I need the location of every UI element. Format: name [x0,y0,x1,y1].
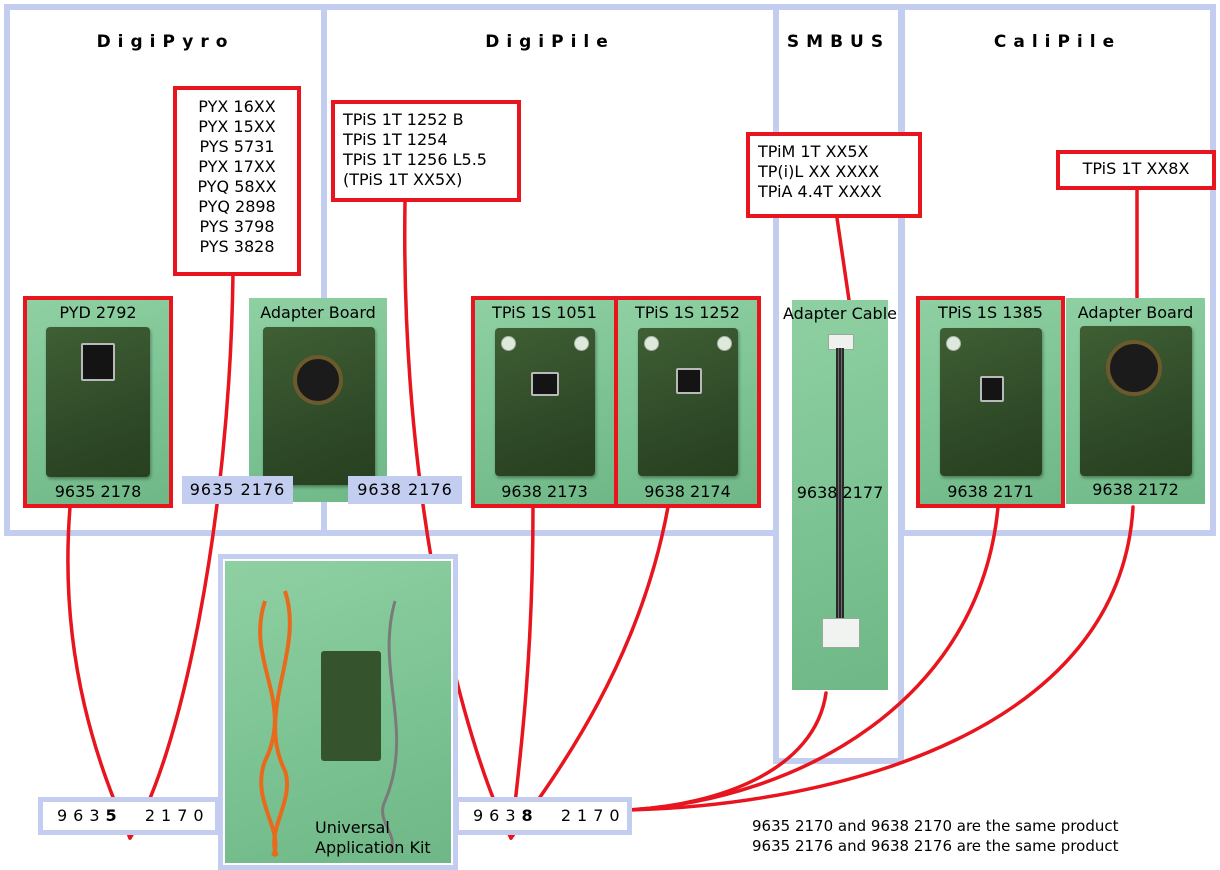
kit-code-prefix: 963 [473,806,522,825]
part-list-item: TPiS 1T 1252 B [343,110,464,129]
kit-code-suffix: 2170 [560,806,626,825]
panel-title-digipyro: DigiPyro [96,32,235,52]
board-title: TPiS 1S 1385 [938,303,1043,322]
note-same-product-2176: 9635 2176 and 9638 2176 are the same pro… [752,837,1119,855]
photo-pyd-2792-board: PYD 2792 9635 2178 [23,296,173,508]
kit-code-prefix: 963 [57,806,106,825]
mounting-hole [501,336,516,351]
part-list-item: PYX 17XX [198,157,276,176]
cable-connector-bottom [822,618,860,648]
mounting-hole [644,336,659,351]
pcb-board [1080,326,1192,476]
board-code: 9638 2174 [644,482,731,501]
part-list-item: PYQ 2898 [198,197,276,216]
board-title: Adapter Board [1077,303,1194,322]
pcb-board [495,328,595,476]
board-title: TPiS 1S 1051 [492,303,597,322]
part-list-item: PYQ 58XX [197,177,277,196]
kit-code-suffix: 2170 [144,806,210,825]
kit-code-9635: 9635 2170 [38,797,220,835]
board-code: 9638 2171 [947,482,1034,501]
board-code: 9638 2173 [501,482,588,501]
part-list-item: TPiS 1T 1256 L5.5 [343,150,487,169]
sensor-chip [676,368,702,394]
part-list-item: PYS 3798 [199,217,275,236]
part-list-item: TPiA 4.4T XXXX [758,182,882,201]
cable-wires [836,348,844,618]
connector-pyd-to-kit [66,505,132,840]
part-list-item: TP(i)L XX XXXX [758,162,880,181]
mounting-hole [946,336,961,351]
pcb-board [46,327,150,477]
pcb-board [638,328,738,476]
part-list-item: PYS 5731 [199,137,275,156]
board-code: 9635 2178 [54,482,142,501]
socket-connector [293,355,343,405]
code-label-digipile-adapter: 9638 2176 [348,476,462,504]
cable-code: 9638 2177 [796,483,884,502]
board-title: PYD 2792 [59,303,137,322]
pcb-board [263,327,375,485]
photo-adapter-cable: Adapter Cable 9638 2177 [783,300,897,690]
code-label-digipyro-adapter: 9635 2176 [182,476,293,504]
pcb-board [940,328,1042,476]
part-list-item: (TPiS 1T XX5X) [343,170,463,189]
panel-title-digipile: DigiPile [485,32,615,52]
part-list-item: TPiM 1T XX5X [758,142,869,161]
photo-tpis-1051-board: TPiS 1S 1051 9638 2173 [471,296,618,508]
photo-tpis-1252-board: TPiS 1S 1252 9638 2174 [614,296,761,508]
cable-title: Adapter Cable [783,304,897,323]
part-list-item: TPiS 1T 1254 [343,130,448,149]
calipile-part-list: TPiS 1T XX8X [1056,150,1216,190]
panel-title-smbus: SMBUS [786,32,891,52]
kit-code-9638: 9638 2170 [454,797,632,835]
digipyro-part-list: PYX 16XX PYX 15XX PYS 5731 PYX 17XX PYQ … [173,86,301,276]
kit-code-digit: 5 [105,806,123,825]
part-list-item: PYX 15XX [198,117,276,136]
sensor-chip [81,343,115,381]
photo-calipile-adapter-board: Adapter Board 9638 2172 [1066,298,1205,504]
kit-label-line1: Universal [315,818,390,837]
connector-1252-to-kit [509,505,670,840]
kit-label-line2: Application Kit [315,838,431,857]
board-title: Adapter Board [260,303,376,322]
photo-tpis-1385-board: TPiS 1S 1385 9638 2171 [916,296,1065,508]
photo-universal-application-kit: Universal Application Kit [225,561,451,863]
panel-title-calipile: CaliPile [993,32,1122,52]
smbus-part-list: TPiM 1T XX5X TP(i)L XX XXXX TPiA 4.4T XX… [746,132,922,218]
mounting-hole [717,336,732,351]
board-code: 9638 2172 [1092,480,1179,499]
photo-digipyro-adapter-board: Adapter Board [249,298,387,502]
part-list-item: PYX 16XX [198,97,276,116]
connector-1051-to-kit [509,505,535,840]
socket-connector [1106,340,1162,396]
kit-cables-illustration [258,590,399,857]
part-list-item: TPiS 1T XX8X [1082,159,1190,178]
note-same-product-2170: 9635 2170 and 9638 2170 are the same pro… [752,817,1119,835]
sensor-chip [980,376,1004,402]
digipile-part-list: TPiS 1T 1252 B TPiS 1T 1254 TPiS 1T 1256… [331,100,521,202]
kit-frame: Universal Application Kit [218,554,458,870]
part-list-item: PYS 3828 [199,237,275,256]
mounting-hole [574,336,589,351]
kit-code-digit: 8 [521,806,539,825]
board-title: TPiS 1S 1252 [635,303,740,322]
sensor-chip [531,372,559,396]
